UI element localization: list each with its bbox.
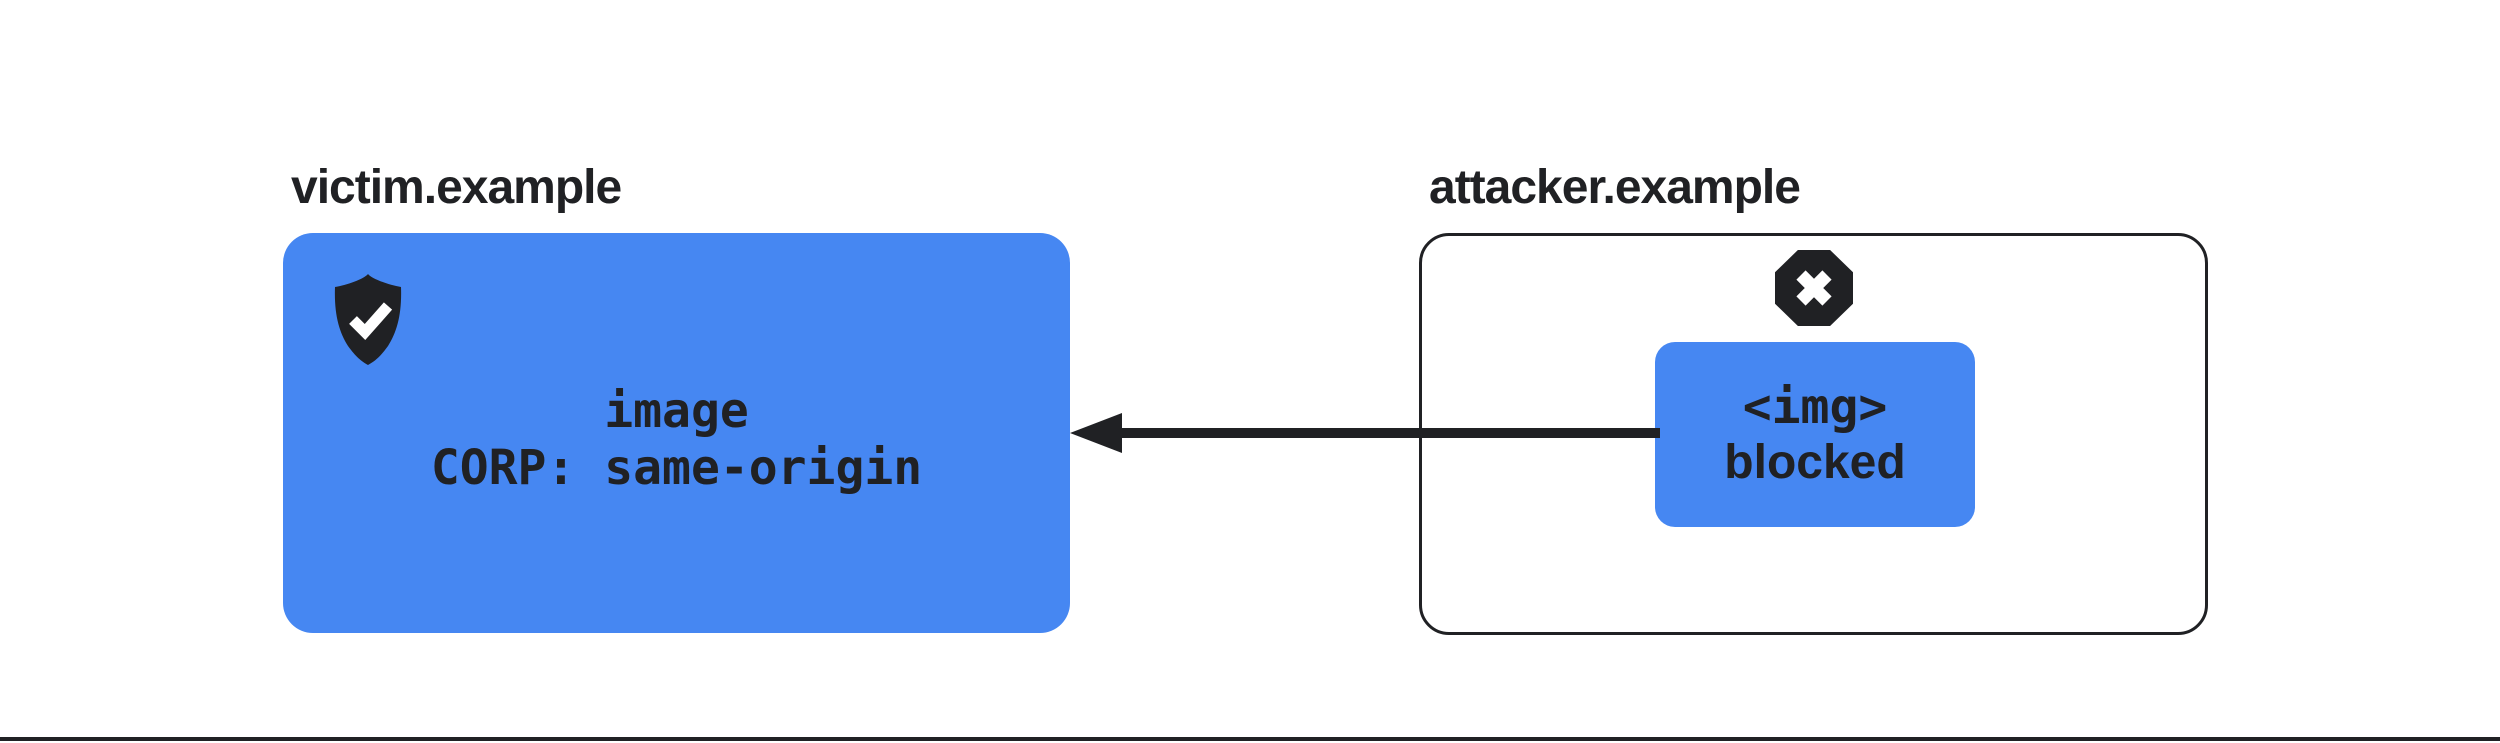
- attacker-domain-label: attacker.example: [1429, 161, 1801, 214]
- request-arrow-left-icon: [1070, 413, 1660, 453]
- img-blocked-box: <img> blocked: [1655, 342, 1975, 527]
- blocked-text: blocked: [1724, 435, 1906, 489]
- resource-type-text: image: [604, 383, 749, 439]
- block-x-icon: [1775, 250, 1853, 326]
- victim-domain-label: victim.example: [291, 161, 622, 214]
- victim-resource-box: image CORP: same-origin: [283, 233, 1070, 633]
- victim-box-text: image CORP: same-origin: [283, 383, 1070, 497]
- shield-check-icon: [334, 274, 402, 365]
- attacker-page-box: <img> blocked: [1419, 233, 2208, 635]
- bottom-divider: [0, 737, 2500, 741]
- corp-header-text: CORP: same-origin: [430, 440, 923, 496]
- img-tag-text: <img>: [1742, 378, 1888, 435]
